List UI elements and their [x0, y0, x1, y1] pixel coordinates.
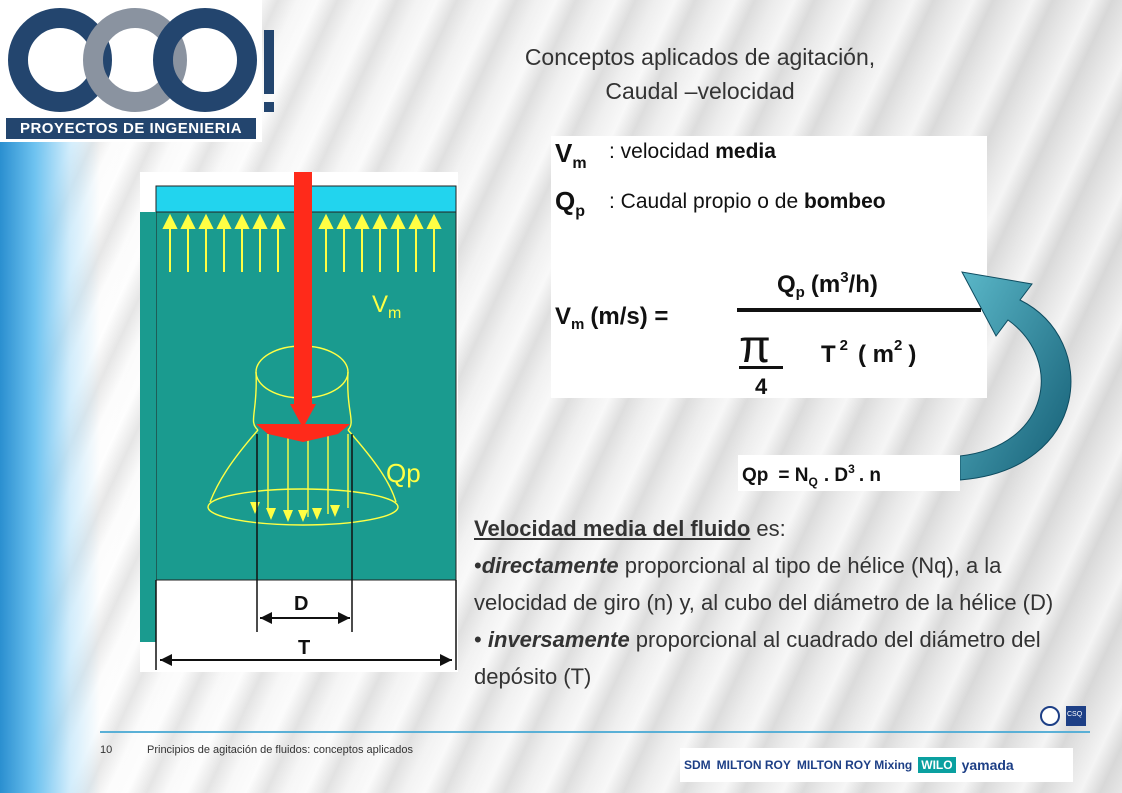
brand-sdm: SDM — [684, 758, 711, 772]
qp-n: . n — [859, 465, 881, 486]
qp-d-exp: 3 — [848, 462, 855, 476]
lhs-v: V — [555, 303, 571, 330]
bullet-2-text: proporcional al cuadrado del diámetro de… — [474, 627, 1041, 689]
flow-down-arrows — [250, 502, 340, 522]
svg-text:Qp= NQ. D3. n: Qp = NQ . D3 . n — [742, 462, 881, 489]
numerator-unit: (m — [811, 271, 840, 298]
t-label: T — [298, 637, 310, 659]
cert-label: CSQ — [1067, 711, 1083, 718]
logo-mark-icon — [8, 8, 274, 112]
svg-text:Qp: Qp — [555, 186, 585, 220]
impeller-icon — [256, 424, 350, 442]
denominator-m2-exp: 2 — [894, 337, 902, 354]
company-logo: PROYECTOS DE INGENIERIA — [0, 0, 274, 142]
agitation-tank-diagram: Vm Qp — [140, 172, 458, 672]
tank-diagram-svg: Vm Qp — [140, 172, 457, 670]
four-denominator: 4 — [755, 374, 768, 398]
body-heading: Velocidad media del fluido es: — [474, 510, 1064, 547]
pi-symbol: π — [739, 320, 771, 372]
bullet-1-text: proporcional al tipo de hélice (Nq), a l… — [474, 553, 1054, 615]
qp-formula: Qp = NQ . D3 . n — [742, 462, 881, 489]
svg-text:Vm(m/s) =: Vm (m/s) = — [555, 303, 668, 333]
d-label: D — [294, 593, 308, 615]
brand-wilo: WILO — [918, 757, 956, 773]
flow-up-arrows — [162, 213, 442, 272]
brand-yamada: yamada — [961, 757, 1014, 773]
svg-text:: velocidad media: : velocidad media — [609, 140, 776, 163]
vm-sub: m — [572, 155, 586, 172]
footer-text: Principios de agitación de fluidos: conc… — [147, 744, 413, 756]
curved-arrow-icon — [959, 271, 1072, 481]
shaft-arrow-icon — [290, 404, 316, 428]
denominator-close: ) — [908, 341, 916, 368]
lhs-v-sub: m — [571, 316, 584, 333]
svg-text:: Caudal propio o de bombeo: : Caudal propio o de bombeo — [609, 190, 886, 213]
brand-milton-roy: MILTON ROY — [716, 758, 791, 772]
footer-divider — [100, 731, 1090, 733]
brand-milton-roy-mixing: MILTON ROY Mixing — [796, 758, 913, 772]
svg-text:Qp(m3/h): Qp (m3/h) — [777, 269, 878, 301]
body-text: Velocidad media del fluido es: •directam… — [474, 510, 1064, 695]
qp-formula-panel: Qp = NQ . D3 . n — [738, 455, 960, 491]
heading-tail: es: — [750, 516, 786, 541]
slide-title: Conceptos aplicados de agitación, Caudal… — [430, 40, 970, 108]
page-number: 10 — [100, 744, 113, 756]
svg-text:T2( m2): T2( m2) — [821, 337, 916, 368]
water-splash-decoration — [0, 140, 100, 793]
pi-fraction-bar — [739, 366, 783, 369]
velocity-formula: Vm : velocidad media Qp : Caudal propio … — [555, 138, 981, 399]
vm-label: Vm — [372, 291, 401, 322]
qp-desc-bold: bombeo — [804, 190, 886, 213]
bullet-1: •directamente proporcional al tipo de hé… — [474, 553, 1054, 615]
qp-d: . D — [824, 465, 848, 486]
vm-desc: : velocidad — [609, 140, 715, 163]
numerator-tail: /h) — [849, 271, 878, 298]
bullet-2-emphasis: inversamente — [487, 627, 630, 652]
numerator-q-sub: p — [796, 284, 805, 301]
qp-desc: : Caudal propio o de — [609, 190, 804, 213]
qp-label: Qp — [386, 458, 421, 488]
qp-sub: p — [575, 203, 585, 220]
denominator-m2: ( m — [858, 341, 894, 368]
svg-text:Vm: Vm — [555, 138, 587, 172]
shaft — [294, 172, 312, 404]
bullet-1-emphasis: directamente — [481, 553, 619, 578]
qp-symbol: Q — [555, 186, 575, 216]
numerator-q: Q — [777, 271, 796, 298]
qp-nq-sub: Q — [809, 475, 818, 489]
logo-text: PROYECTOS DE INGENIERIA — [6, 118, 256, 139]
title-line-1: Conceptos aplicados de agitación, — [524, 44, 876, 70]
qp-eq: = N — [778, 465, 808, 486]
vm-symbol: V — [555, 138, 573, 168]
lhs-unit: (m/s) = — [590, 303, 668, 330]
vm-desc-bold: media — [715, 140, 776, 163]
fraction-bar — [737, 308, 981, 312]
bullet-2: • inversamente proporcional al cuadrado … — [474, 627, 1041, 689]
heading-underlined: Velocidad media del fluido — [474, 516, 751, 541]
formula-panel: Vm : velocidad media Qp : Caudal propio … — [551, 136, 987, 399]
logo-bar-icon — [264, 30, 274, 112]
certification-badge-icon: CSQ — [1040, 706, 1086, 726]
denominator-t-exp: 2 — [840, 337, 848, 354]
denominator-t: T — [821, 341, 836, 368]
brand-logos: SDM MILTON ROY MILTON ROY Mixing WILO ya… — [680, 748, 1073, 782]
title-line-2: Caudal –velocidad — [605, 78, 795, 104]
numerator-exp: 3 — [840, 269, 848, 286]
qp-lhs: Qp — [742, 465, 768, 486]
